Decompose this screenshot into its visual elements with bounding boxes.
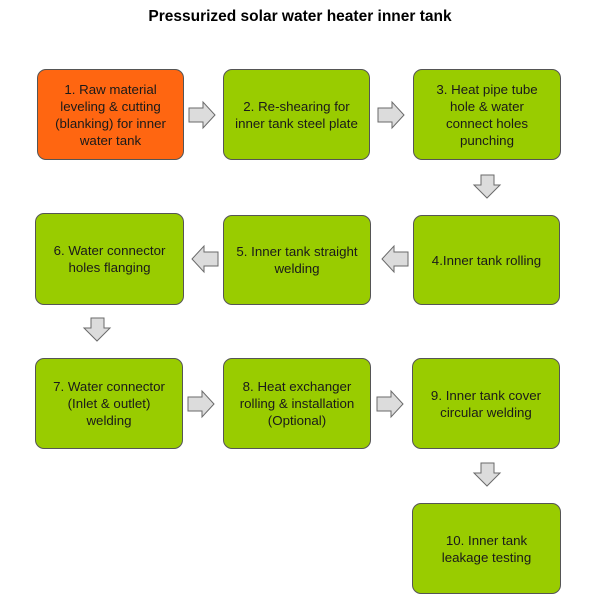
step-9-box: 9. Inner tank cover circular welding xyxy=(412,358,560,449)
diagram-title: Pressurized solar water heater inner tan… xyxy=(148,8,452,25)
step-6-box: 6. Water connector holes flanging xyxy=(35,213,184,305)
arrow-down-9-10 xyxy=(472,462,502,487)
step-10-box: 10. Inner tank leakage testing xyxy=(412,503,561,594)
step-3-box: 3. Heat pipe tube hole & water connect h… xyxy=(413,69,561,160)
arrow-right-1-2 xyxy=(188,100,216,130)
arrow-right-8-9 xyxy=(376,389,404,419)
arrow-right-2-3 xyxy=(377,100,405,130)
arrow-right-7-8 xyxy=(187,389,215,419)
arrow-left-5-6 xyxy=(191,244,219,274)
arrow-left-4-5 xyxy=(381,244,409,274)
step-2-box: 2. Re-shearing for inner tank steel plat… xyxy=(223,69,370,160)
step-7-box: 7. Water connector (Inlet & outlet) weld… xyxy=(35,358,183,449)
step-8-box: 8. Heat exchanger rolling & installation… xyxy=(223,358,371,449)
step-4-box: 4.Inner tank rolling xyxy=(413,215,560,305)
arrow-down-3-4 xyxy=(472,174,502,199)
step-1-box: 1. Raw material leveling & cutting (blan… xyxy=(37,69,184,160)
arrow-down-6-7 xyxy=(82,317,112,342)
step-5-box: 5. Inner tank straight welding xyxy=(223,215,371,305)
